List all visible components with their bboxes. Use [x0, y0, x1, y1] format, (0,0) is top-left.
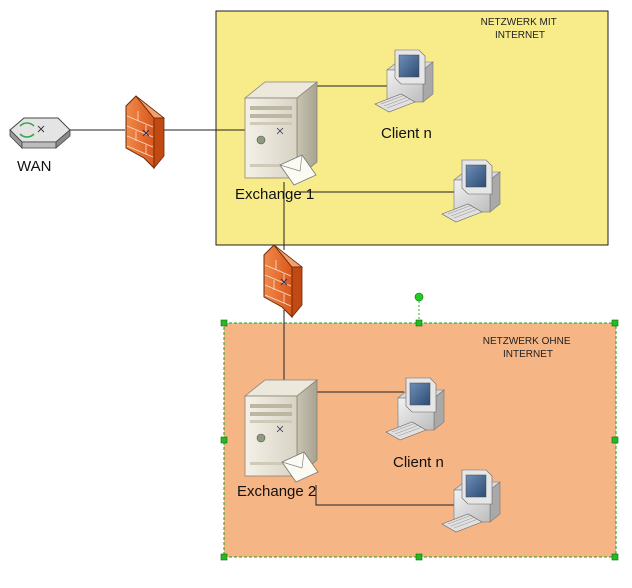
firewall-icon[interactable] — [125, 95, 165, 169]
client-bottom-label: Client n — [393, 454, 444, 471]
firewall-icon[interactable] — [263, 244, 303, 318]
link-exchange2-client-right — [315, 485, 460, 506]
resize-handle — [220, 553, 228, 561]
wan-label: WAN — [17, 158, 51, 175]
selection-handles[interactable] — [220, 319, 619, 561]
resize-handle — [611, 319, 619, 327]
connections — [60, 85, 460, 506]
wan-router-icon[interactable] — [9, 117, 71, 149]
no-internet-zone-title: NETZWERK OHNE INTERNET — [483, 336, 574, 360]
internet-zone-title: NETZWERK MIT INTERNET — [481, 17, 560, 41]
resize-handle — [611, 553, 619, 561]
client-top-label: Client n — [381, 125, 432, 142]
resize-handle — [611, 436, 619, 444]
resize-handle — [415, 553, 423, 561]
resize-handle — [415, 319, 423, 327]
resize-handle — [220, 436, 228, 444]
exchange-1-label: Exchange 1 — [235, 186, 314, 203]
resize-handle — [220, 319, 228, 327]
exchange-2-label: Exchange 2 — [237, 483, 316, 500]
rotation-handle[interactable] — [414, 292, 424, 302]
